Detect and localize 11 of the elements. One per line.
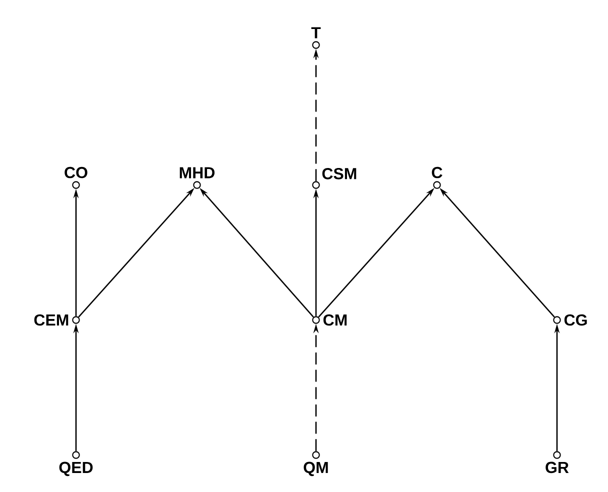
node-label: MHD — [180, 167, 215, 178]
node-label: C — [432, 166, 442, 178]
node-label: CG — [564, 314, 587, 326]
node-label: CEM — [34, 314, 68, 326]
node-label: CO — [64, 166, 88, 178]
node-label: T — [311, 27, 321, 38]
node-label: CSM — [322, 168, 356, 180]
node-label: QED — [59, 462, 93, 476]
node-label: CM — [323, 314, 347, 326]
node-label: GR — [546, 462, 569, 474]
node-label: QM — [304, 462, 328, 476]
